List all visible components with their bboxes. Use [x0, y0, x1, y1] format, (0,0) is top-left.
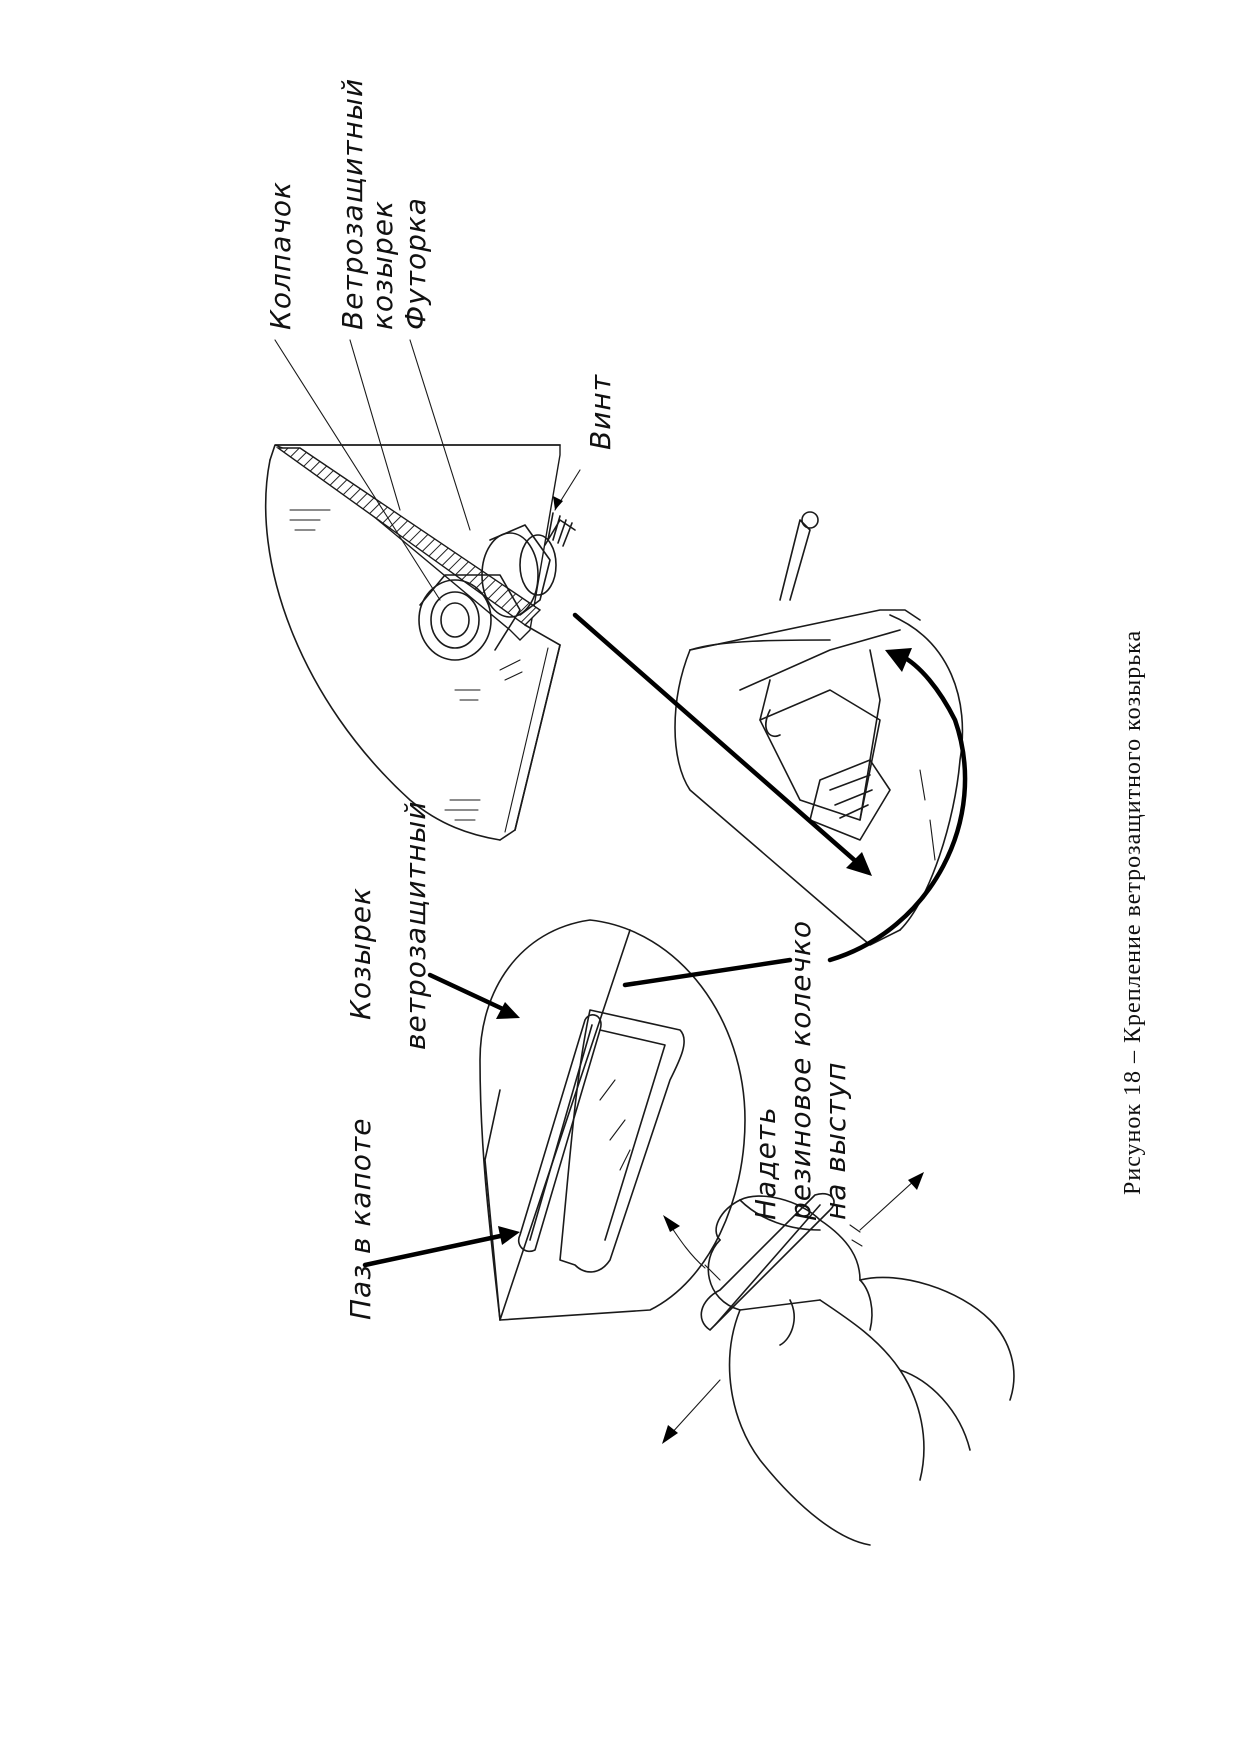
bushing-part — [481, 524, 557, 618]
assembly-arrow — [572, 612, 872, 876]
curved-arrow — [827, 648, 968, 963]
label-hood-groove: Паз в капоте — [344, 1118, 377, 1320]
label-bushing: Футорка — [399, 197, 432, 330]
screw-part — [544, 512, 576, 547]
groove-detail-view — [479, 919, 746, 1321]
label-cap: Колпачок — [264, 181, 297, 330]
label-on-protrusion: на выступ — [819, 1061, 852, 1220]
stretch-arrows — [662, 1172, 924, 1444]
top-leader-lines — [274, 339, 581, 601]
figure-caption: Рисунок 18 – Крепление ветрозащитного ко… — [1120, 630, 1146, 1195]
labels-group: Колпачок Ветрозащитный козырек Футорка В… — [264, 78, 852, 1320]
label-screw: Винт — [584, 374, 617, 450]
fastener-detail-view — [264, 444, 576, 841]
hand-illustration — [700, 1192, 1015, 1546]
label-windshield-mid: ветрозащитный — [399, 801, 432, 1050]
cap-part — [418, 574, 521, 661]
rubber-ring — [517, 1014, 602, 1253]
label-windshield-top: Ветрозащитный — [336, 78, 369, 330]
label-put-on: Надеть — [749, 1106, 782, 1220]
groove-leader-lines — [362, 957, 793, 1268]
label-rubber-ring: резиновое колечко — [784, 920, 817, 1221]
label-visor-mid: Козырек — [344, 887, 377, 1020]
label-visor-top: козырек — [366, 200, 399, 330]
hood-view — [674, 511, 964, 946]
